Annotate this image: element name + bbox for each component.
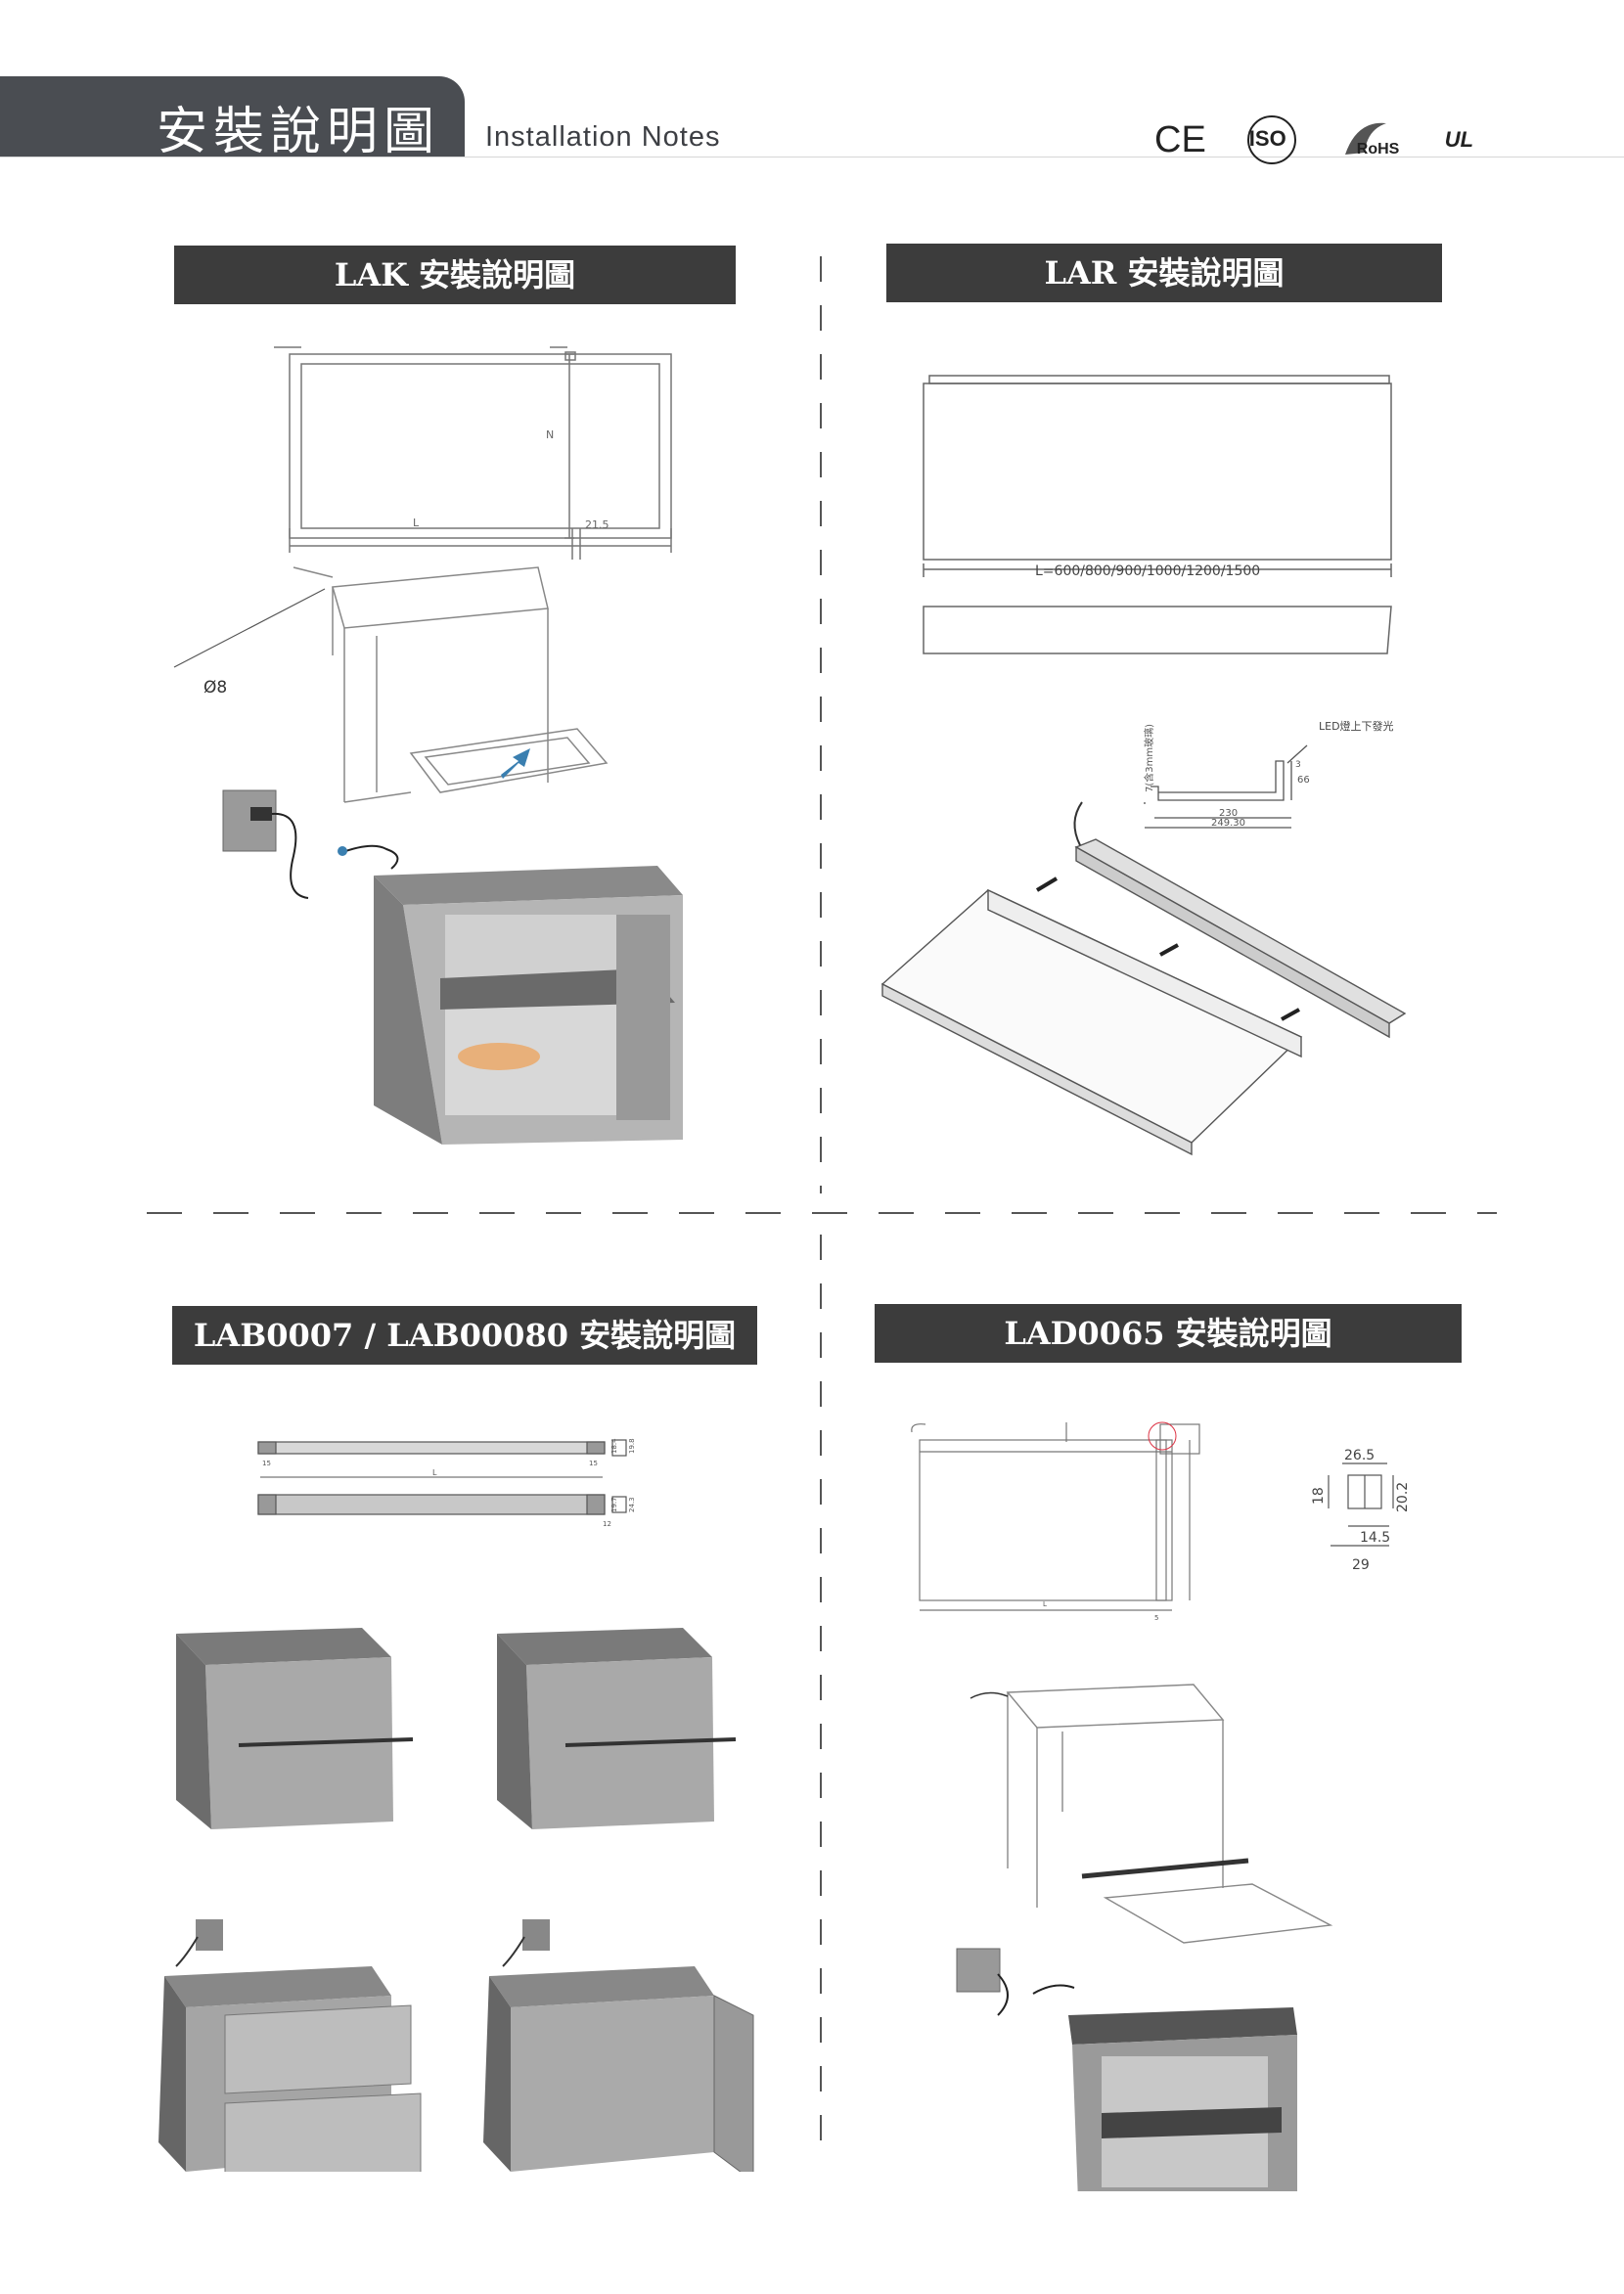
lab-profile-drawing <box>257 1439 627 1515</box>
section-title-lak: LAK 安裝說明圖 <box>174 246 736 304</box>
lab-cabinet-left <box>176 1628 414 1829</box>
section-title-lad: LAD0065 安裝說明圖 <box>875 1304 1462 1363</box>
lar-dim-3: 3 <box>1295 760 1301 770</box>
lab-dim-12: 12 <box>603 1520 611 1528</box>
lab-dim-197: 19.7 <box>610 1497 618 1512</box>
lak-diameter-label: Ø8 <box>203 678 227 697</box>
iso-text: ISO <box>1248 126 1286 151</box>
lad-cabinet-drawing <box>1006 1684 1333 1944</box>
section-title-lar: LAR 安裝說明圖 <box>886 244 1442 302</box>
lad-detail-circle <box>1148 1421 1177 1451</box>
lad-dim-145: 14.5 <box>1360 1530 1390 1546</box>
lar-glass-label: 7(含3mm玻璃) <box>1143 724 1155 792</box>
ce-logo: CE <box>1154 118 1206 160</box>
lar-led-label: LED燈上下發光 <box>1319 719 1394 733</box>
lab-dim-184: 18.4 <box>610 1438 618 1454</box>
lak-cabinet-render <box>374 866 683 1145</box>
lar-shelf-render <box>880 838 1407 1156</box>
lak-arrow-icon <box>501 748 530 779</box>
hand-icon <box>458 1043 540 1070</box>
lab-diagram: L 15 15 18.4 19.8 19.7 24.3 12 <box>158 1438 754 2172</box>
lad-cabinet-render <box>1068 2007 1297 2191</box>
lak-length-label: L <box>413 517 420 529</box>
lab-dim-15b: 15 <box>589 1460 598 1467</box>
lar-length-label: L=600/800/900/1000/1200/1500 <box>1035 563 1260 579</box>
lab-door-cabinet <box>483 1919 754 2172</box>
lad-length-label: L <box>1043 1600 1047 1608</box>
lak-diagram: L N 21.5 Ø8 <box>173 346 683 1145</box>
page-subtitle: Installation Notes <box>485 121 721 153</box>
lab-cabinet-right <box>497 1628 737 1829</box>
lab-drawer-cabinet <box>158 1919 422 2172</box>
lar-shelf-front <box>923 375 1392 654</box>
lar-dim-66: 66 <box>1297 775 1310 786</box>
lad-panel-drawing <box>911 1422 1200 1611</box>
lak-panel-drawing <box>274 346 672 560</box>
lar-dim-249: 249.30 <box>1211 818 1245 829</box>
lab-dim-198: 19.8 <box>628 1438 636 1454</box>
iso-logo: ISO <box>1245 113 1298 166</box>
lar-dim-230: 230 <box>1219 808 1238 819</box>
section-title-lab: LAB0007 / LAB00080 安裝說明圖 <box>172 1306 757 1365</box>
lak-cabinet-drawing <box>293 566 609 803</box>
lad-wall-socket <box>956 1948 1001 1993</box>
lak-depth-label: 21.5 <box>585 518 609 531</box>
ul-logo: UL <box>1444 127 1474 152</box>
rohs-text: RoHS <box>1356 141 1400 157</box>
lad-dim-202: 20.2 <box>1395 1482 1411 1512</box>
lar-profile <box>1144 744 1308 829</box>
rohs-logo: RoHS <box>1337 115 1406 164</box>
lad-dim-265: 26.5 <box>1344 1448 1375 1463</box>
lad-profile <box>1328 1462 1394 1547</box>
header-tab <box>0 76 465 157</box>
page-title: 安裝說明圖 <box>157 103 441 161</box>
lad-diagram: L 5 26.5 18 20.2 14.5 29 <box>911 1421 1411 2191</box>
lad-dim-29: 29 <box>1352 1557 1370 1573</box>
lad-dim-5: 5 <box>1154 1614 1158 1622</box>
lar-diagram: L=600/800/900/1000/1200/1500 7(含3mm玻璃) L… <box>880 375 1407 1156</box>
lab-dim-15a: 15 <box>262 1460 271 1467</box>
lab-length-label: L <box>432 1468 437 1477</box>
certification-logos: CE ISO RoHS UL <box>1154 115 1473 164</box>
lab-dim-243: 24.3 <box>628 1497 636 1512</box>
lak-height-label: N <box>546 428 554 441</box>
lad-dim-18: 18 <box>1311 1487 1327 1505</box>
